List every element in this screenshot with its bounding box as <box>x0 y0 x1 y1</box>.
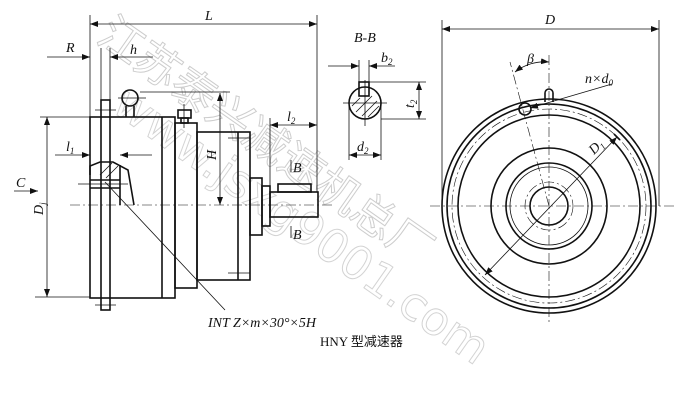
bolt-circle <box>451 108 647 304</box>
label-d2: d2 <box>357 140 369 156</box>
leader-n-d0 <box>529 83 613 109</box>
side-view: L R h l1 H Dj l2 B B C <box>14 9 335 311</box>
front-view: β n×d0 D1 D <box>430 13 675 322</box>
label-l1: l1 <box>66 140 74 156</box>
label-B-top: B <box>293 161 302 176</box>
key-section <box>358 81 370 97</box>
label-n-d0: n×d0 <box>585 72 613 88</box>
mounting-flange <box>100 99 111 311</box>
angle-beta <box>514 58 550 73</box>
label-C: C <box>16 176 26 191</box>
bolt-hole <box>518 102 532 116</box>
label-L: L <box>204 9 213 24</box>
label-t2: t2 <box>403 99 419 108</box>
section-title: B-B <box>354 31 376 46</box>
label-D: D <box>544 13 555 28</box>
spline-section <box>89 161 135 206</box>
dimension-D1 <box>484 136 618 276</box>
label-Dj: Dj <box>32 202 48 216</box>
spline-spec-label: INT Z×m×30°×5H <box>207 316 317 331</box>
locating-pin <box>544 88 554 102</box>
label-B-bottom: B <box>293 228 302 243</box>
label-l2: l2 <box>287 110 296 126</box>
label-H: H <box>205 149 220 161</box>
label-b2: b2 <box>381 51 393 67</box>
spline-leader <box>104 181 226 311</box>
section-b-b: B-B b2 t2 d2 <box>328 31 426 160</box>
label-R: R <box>65 41 75 56</box>
label-h: h <box>130 43 137 58</box>
label-D1: D1 <box>586 137 608 159</box>
drawing-title: HNY 型减速器 <box>320 334 403 349</box>
label-beta: β <box>526 52 534 67</box>
shaft-key <box>277 183 312 193</box>
